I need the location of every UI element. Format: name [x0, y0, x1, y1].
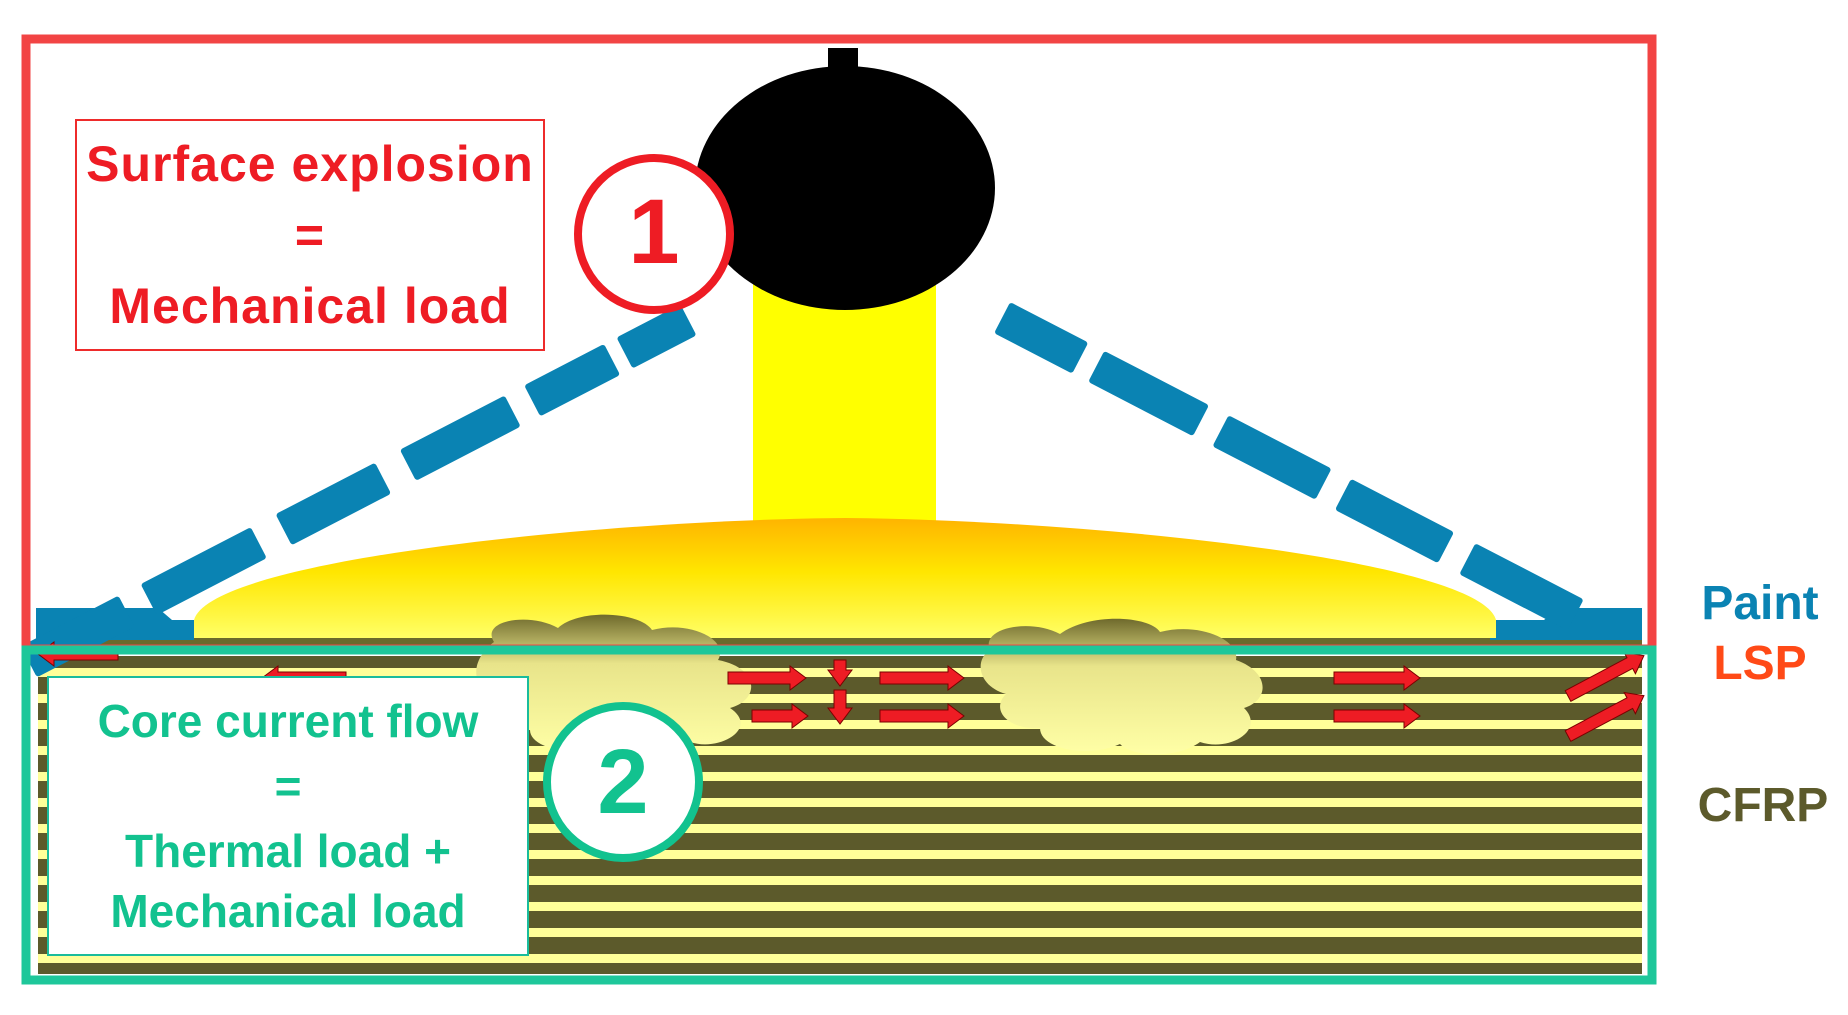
current-arrow — [1564, 691, 1645, 742]
current-arrow — [879, 703, 965, 729]
current-arrow — [1564, 651, 1645, 702]
current-arrow — [751, 703, 809, 729]
current-arrow — [1333, 703, 1421, 729]
core-equals-sign: = — [274, 760, 302, 812]
mechanical-load-text: Mechanical load — [109, 277, 511, 334]
ply-stripe — [38, 954, 1642, 963]
core-current-flow-text: Core current flow — [97, 695, 479, 747]
thermal-load-text: Thermal load + — [125, 825, 451, 877]
surface-explosion-text: Surface explosion — [86, 135, 534, 192]
ply-stripe — [38, 824, 1642, 833]
ply-stripe — [38, 772, 1642, 781]
ply-stripe — [38, 928, 1642, 937]
ply-stripe — [38, 798, 1642, 807]
surface-equals-sign: = — [294, 206, 326, 263]
ply-stripe — [38, 876, 1642, 885]
current-arrow — [727, 665, 807, 691]
zone-1-number: 1 — [628, 181, 680, 283]
current-arrow — [827, 659, 853, 687]
zone-2-frame — [21, 645, 1657, 985]
zone-1-circle — [574, 154, 734, 314]
surface-explosion-box: Surface explosion = Mechanical load — [75, 119, 545, 351]
ply-stripe — [38, 850, 1642, 859]
zone-2-circle — [543, 702, 703, 862]
ply-stripe — [38, 902, 1642, 911]
core-mechanical-load-text: Mechanical load — [110, 885, 466, 937]
blast-lines — [21, 303, 1583, 677]
electrode-tip — [695, 66, 995, 310]
current-arrow — [827, 689, 853, 725]
arc-column — [753, 270, 936, 538]
ply-stripe — [38, 746, 1642, 755]
cfrp-label: CFRP — [1697, 779, 1829, 832]
core-current-flow-box: Core current flow = Thermal load + Mecha… — [47, 676, 529, 956]
plasma-dome — [194, 518, 1496, 638]
lsp-label: LSP — [1713, 637, 1807, 690]
zone-2-number: 2 — [597, 731, 649, 833]
paint-label: Paint — [1701, 577, 1819, 630]
current-arrow — [879, 665, 965, 691]
current-arrow — [1333, 665, 1421, 691]
